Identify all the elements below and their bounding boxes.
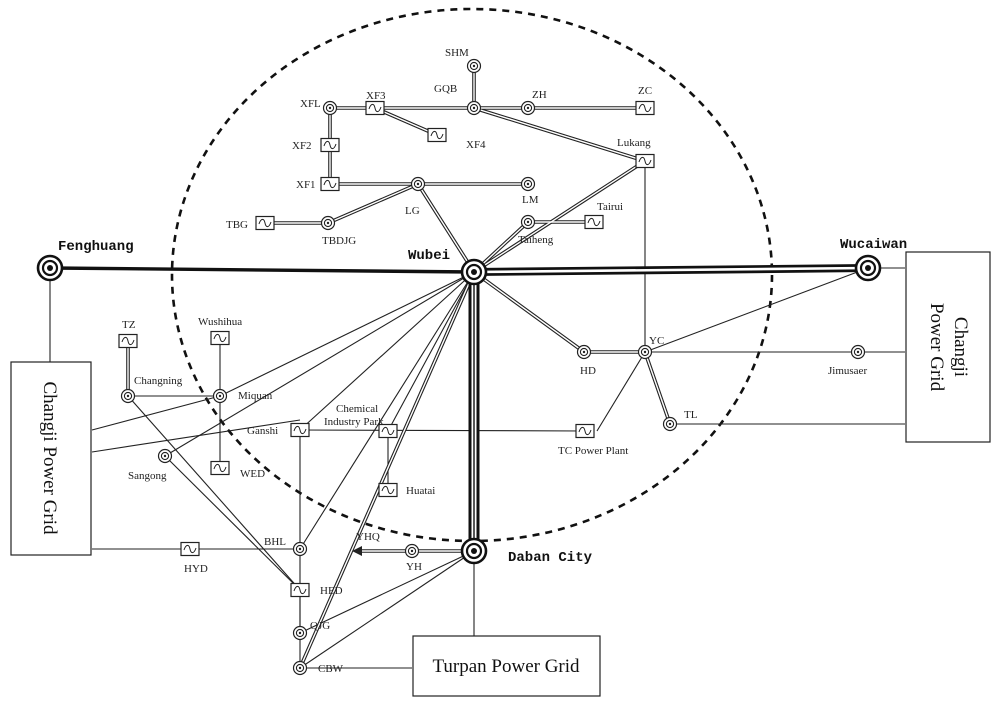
changji-grid-right-box: [905, 251, 991, 443]
bus-hd: [576, 344, 592, 360]
gen-tbg: [255, 215, 275, 231]
bus-tl: [662, 416, 678, 432]
changji-grid-left-box: [10, 361, 92, 556]
label-changji-grid-right-1: Changji: [950, 317, 971, 377]
label-ganshi: Ganshi: [247, 425, 278, 437]
bus-gqb: [466, 100, 482, 116]
gen-wushihua: [210, 330, 230, 346]
bus-sangong: [157, 448, 173, 464]
gen-xf2: [320, 137, 340, 153]
label-changji-grid-right-2: Power Grid: [926, 303, 947, 392]
label-yh: YH: [406, 561, 422, 573]
label-wucaiwan: Wucaiwan: [840, 237, 907, 253]
label-turpan-grid: Turpan Power Grid: [432, 656, 580, 677]
single-lines: [49, 161, 905, 669]
label-cbw: CBW: [318, 663, 344, 675]
label-yhq: YHQ: [356, 531, 380, 543]
label-jimusaer: Jimusaer: [828, 365, 867, 377]
label-lukang: Lukang: [617, 137, 651, 149]
gen-tc-power-plant: [575, 423, 595, 439]
label-sangong: Sangong: [128, 470, 167, 482]
label-yc: YC: [649, 335, 664, 347]
bus-jimusaer: [850, 344, 866, 360]
gen-zc: [635, 100, 655, 116]
label-hyd: HYD: [184, 563, 208, 575]
gen-xf4: [427, 127, 447, 143]
label-changning: Changning: [134, 375, 183, 387]
label-changji-grid-left: Changji Power Grid: [39, 381, 60, 535]
bus-cbw: [292, 660, 308, 676]
label-tc-power-plant: TC Power Plant: [558, 445, 628, 457]
label-bhl: BHL: [264, 536, 286, 548]
label-shm: SHM: [445, 47, 469, 59]
label-wushihua: Wushihua: [198, 316, 242, 328]
label-daban-city: Daban City: [508, 550, 593, 566]
label-lm: LM: [522, 194, 539, 206]
label-gqb: GQB: [434, 83, 457, 95]
label-tz: TZ: [122, 319, 136, 331]
gen-hed: [290, 582, 310, 598]
bus-lm: [520, 176, 536, 192]
label-xf1: XF1: [296, 179, 316, 191]
gen-tz: [118, 333, 138, 349]
label-xfl: XFL: [300, 98, 321, 110]
label-huatai: Huatai: [406, 485, 435, 497]
bus-changning: [120, 388, 136, 404]
label-fenghuang: Fenghuang: [58, 239, 134, 255]
label-xf3: XF3: [366, 90, 386, 102]
gen-wed: [210, 460, 230, 476]
label-chemical-2: Industry Park: [324, 416, 384, 428]
bus-taiheng: [520, 214, 536, 230]
label-wubei: Wubei: [408, 248, 450, 264]
label-tbdjg: TBDJG: [322, 235, 356, 247]
bus-xfl: [322, 100, 338, 116]
bus-shm: [466, 58, 482, 74]
gen-xf3: [365, 100, 385, 116]
gen-xf1: [320, 176, 340, 192]
bus-zh: [520, 100, 536, 116]
bus-bhl: [292, 541, 308, 557]
label-miquan: Miquan: [238, 390, 273, 402]
gen-huatai: [378, 482, 398, 498]
label-hed: HED: [320, 585, 343, 597]
label-zc: ZC: [638, 85, 652, 97]
bus-yc: [637, 344, 653, 360]
hub-wucaiwan: [854, 254, 882, 282]
label-zh: ZH: [532, 89, 547, 101]
bus-lg: [410, 176, 426, 192]
fenghuang-wubei-line: [49, 266, 475, 274]
label-tbg: TBG: [226, 219, 248, 231]
turpan-grid-box: [412, 635, 601, 697]
bus-miquan: [212, 388, 228, 404]
label-lg: LG: [405, 205, 420, 217]
label-chemical-1: Chemical: [336, 403, 378, 415]
label-hd: HD: [580, 365, 596, 377]
label-taiheng: Taiheng: [518, 234, 554, 246]
hub-daban-city: [460, 537, 488, 565]
gen-ganshi: [290, 422, 310, 438]
label-xf4: XF4: [466, 139, 486, 151]
hub-fenghuang: [36, 254, 64, 282]
label-tl: TL: [684, 409, 698, 421]
bus-tbdjg: [320, 215, 336, 231]
gen-tairui: [584, 214, 604, 230]
bus-qjg: [292, 625, 308, 641]
gen-hyd: [180, 541, 200, 557]
label-wed: WED: [240, 468, 265, 480]
wubei-wucaiwan-line: [473, 264, 869, 276]
label-qjg: QJG: [310, 620, 330, 632]
hub-wubei: [460, 258, 488, 286]
bus-yh: [404, 543, 420, 559]
label-xf2: XF2: [292, 140, 312, 152]
gen-lukang: [635, 153, 655, 169]
label-tairui: Tairui: [597, 201, 623, 213]
